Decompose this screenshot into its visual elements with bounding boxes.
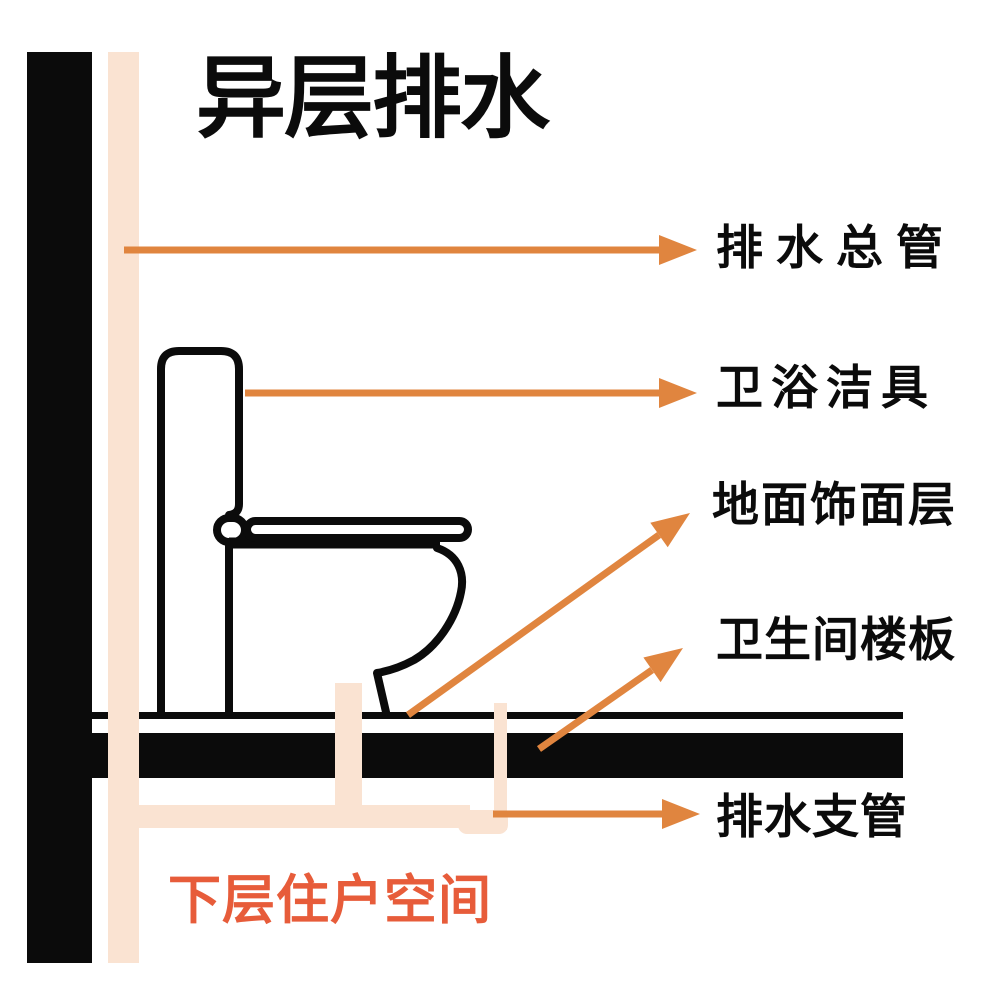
arrow-branch-pipe xyxy=(493,799,700,829)
arrow-bathroom-slab xyxy=(536,648,683,752)
arrow-branch-pipe-head xyxy=(662,799,700,829)
label-floor-finish-layer: 地面饰面层 xyxy=(712,478,957,531)
label-bathroom-floor-slab: 卫生间楼板 xyxy=(716,613,956,666)
arrow-fixture-head xyxy=(659,378,697,408)
label-main-drain-stack: 排水总管 xyxy=(716,221,956,274)
toilet-seat xyxy=(243,517,472,542)
left-wall xyxy=(27,52,92,963)
toilet-tank-outline xyxy=(157,347,243,716)
annotation-arrows xyxy=(124,235,700,829)
arrow-fixture xyxy=(245,378,697,408)
toilet-bowl-outline xyxy=(373,544,466,716)
lower-floor-space-label: 下层住户空间 xyxy=(168,871,492,930)
label-bathroom-fixture: 卫浴洁具 xyxy=(716,361,936,414)
toilet xyxy=(157,347,472,716)
floor-drain-riser-pipe xyxy=(494,703,507,830)
arrow-main-stack-head xyxy=(659,235,697,265)
arrow-main-stack xyxy=(124,235,697,265)
toilet-outlet-pipe xyxy=(335,683,362,813)
branch-drain-pipe xyxy=(108,805,470,828)
arrow-floor-finish-line xyxy=(405,532,662,718)
arrow-floor-finish-head xyxy=(650,513,690,548)
page-title: 异层排水 xyxy=(196,49,550,149)
arrow-bathroom-slab-head xyxy=(643,648,683,683)
arrow-floor-finish xyxy=(405,513,690,718)
label-branch-drain-pipe: 排水支管 xyxy=(716,790,908,843)
arrow-bathroom-slab-line xyxy=(536,667,655,752)
